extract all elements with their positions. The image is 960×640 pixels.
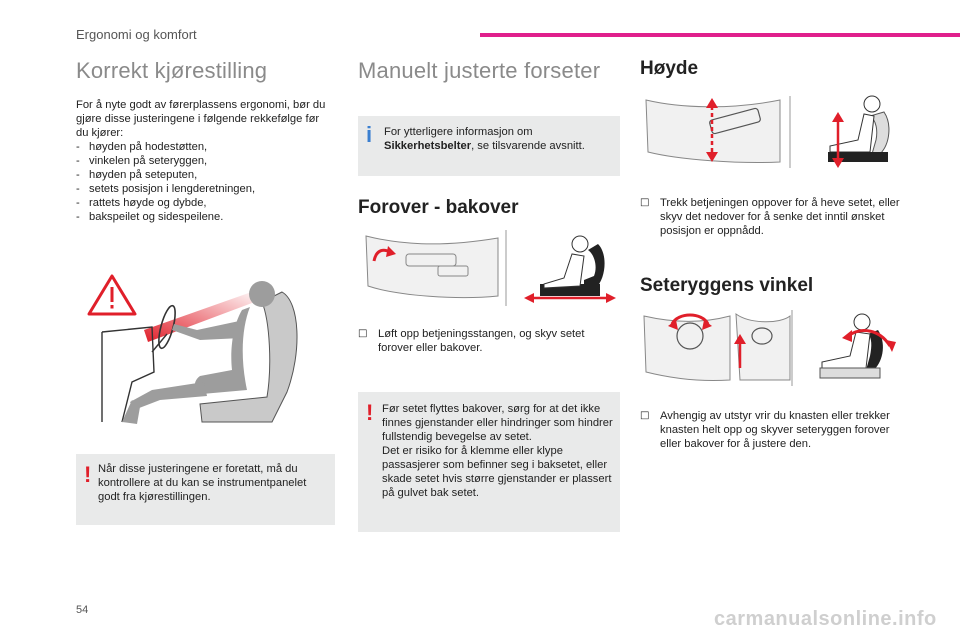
adjustment-steps-list: -høyden på hodestøtten, -vinkelen på set… [76, 140, 326, 224]
backrest-angle-illustration [643, 310, 896, 386]
square-bullet-icon: □ [640, 410, 650, 421]
forward-backward-illustration [365, 230, 616, 306]
warning-text: Når disse justeringene er foretatt, må d… [98, 463, 307, 503]
info-box-seat-belts: i For ytterligere informasjon om Sikkerh… [358, 116, 620, 176]
title-driving-position: Korrekt kjørestilling [76, 58, 268, 83]
warning-exclamation-icon: ! [366, 400, 374, 425]
intro-paragraph: For å nyte godt av førerplassens ergonom… [76, 99, 326, 139]
list-item: -setets posisjon i lengderetningen, [76, 183, 256, 195]
warning-text: Før setet flyttes bakover, sørg for at d… [382, 403, 613, 499]
intro-text-block: For å nyte godt av førerplassens ergonom… [76, 98, 326, 224]
info-text: For ytterligere informasjon om Sikkerhet… [384, 126, 585, 152]
square-bullet-icon: □ [640, 197, 650, 208]
info-link-seat-belts: Sikkerhetsbelter [384, 140, 472, 152]
page-number: 54 [76, 604, 89, 616]
title-height: Høyde [640, 58, 699, 79]
info-icon: i [366, 122, 373, 147]
warning-triangle-icon [87, 274, 137, 316]
warning-box-instrument-panel: ! Når disse justeringene er foretatt, må… [76, 454, 335, 525]
watermark: carmanualsonline.info [714, 608, 937, 630]
square-bullet-icon: □ [358, 328, 368, 339]
bullet-forward-backward: □ Løft opp betjeningsstangen, og skyv se… [358, 328, 585, 354]
seat-height-illustration [645, 95, 890, 168]
driver-position-illustration [87, 274, 298, 424]
warning-box-move-backward: ! Før setet flyttes bakover, sørg for at… [358, 392, 620, 532]
header-accent-bar [480, 33, 960, 37]
section-header: Ergonomi og komfort [76, 27, 197, 42]
warning-exclamation-icon: ! [84, 462, 92, 487]
list-item: -bakspeilet og sidespeilene. [76, 211, 224, 223]
list-item: -vinkelen på seteryggen, [76, 155, 208, 167]
list-item: -rattets høyde og dybde, [76, 197, 207, 209]
bullet-height: □ Trekk betjeningen oppover for å heve s… [640, 197, 900, 237]
title-backrest-angle: Seteryggens vinkel [640, 275, 814, 296]
list-item: -høyden på hodestøtten, [76, 141, 208, 153]
list-item: -høyden på seteputen, [76, 169, 198, 181]
title-manual-front-seats: Manuelt justerte forseter [358, 58, 601, 83]
bullet-backrest-angle: □ Avhengig av utstyr vrir du knasten ell… [640, 410, 890, 450]
title-forward-backward: Forover - bakover [358, 197, 519, 218]
